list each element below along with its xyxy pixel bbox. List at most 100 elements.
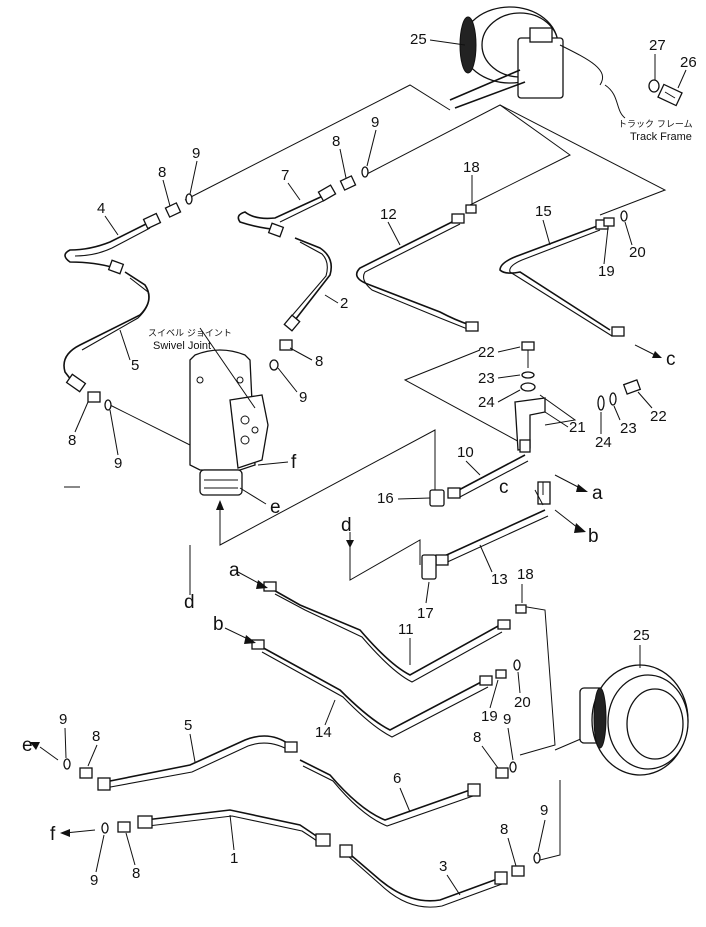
callout-5-lower: 5 [184,717,192,734]
o-ring-9-g[interactable] [101,822,109,834]
pipe-11[interactable] [263,581,511,683]
callout-9-mid: 9 [371,114,379,131]
callout-13: 13 [491,571,508,588]
pipe-2[interactable] [283,237,333,332]
pipe-6[interactable] [299,759,481,827]
letter-b-right: b [588,526,599,547]
callout-10: 10 [457,444,474,461]
fitting-8-e[interactable] [495,767,509,779]
swivel-joint-en-label: Swivel Joint [153,340,211,352]
o-ring-9-d[interactable] [104,399,112,411]
letter-d-mid: d [341,515,352,536]
pipe-12[interactable] [355,213,479,332]
callout-9-left: 9 [114,455,122,472]
callout-9-swivel: 9 [299,389,307,406]
callout-23-right: 23 [620,420,637,437]
callout-21: 21 [569,419,586,436]
callout-9-3: 9 [540,802,548,819]
callout-24-top: 24 [478,394,495,411]
tee-17[interactable] [421,554,437,580]
fitting-8-g[interactable] [117,821,131,833]
elbow-16[interactable] [429,489,445,507]
o-ring-20-top[interactable] [620,210,628,222]
letter-f-left: f [50,824,56,845]
callout-1: 1 [230,850,238,867]
pipe-14[interactable] [251,639,493,738]
washer-24-top[interactable] [520,382,536,392]
fitting-18-top[interactable] [465,204,477,214]
pipe-10[interactable] [447,454,529,499]
callout-23-top: 23 [478,370,495,387]
callout-25-top: 25 [410,31,427,48]
fitting-18-bottom[interactable] [515,604,527,614]
o-ring-9-a[interactable] [185,193,193,205]
washer-24-right[interactable] [597,395,605,411]
o-ring-9-f[interactable] [63,758,71,770]
fitting-19-bottom[interactable] [495,669,507,679]
travel-motor-top[interactable] [449,6,564,109]
pipe-13[interactable] [435,509,549,566]
letter-e-swivel: e [270,497,281,518]
bolt-26[interactable] [657,83,683,107]
pipe-1[interactable] [137,809,331,847]
fitting-19-top[interactable] [603,217,615,227]
fitting-8-d[interactable] [87,391,101,403]
washer-27[interactable] [648,79,660,93]
leader-lines [109,84,667,861]
callout-24-right: 24 [595,434,612,451]
fitting-8-b[interactable] [339,175,357,191]
letter-b-left: b [213,614,224,635]
callout-16: 16 [377,490,394,507]
hose-4[interactable] [64,212,162,275]
callout-17: 17 [417,605,434,622]
callout-19-top: 19 [598,263,615,280]
callout-9: 9 [192,145,200,162]
fitting-8-a[interactable] [164,202,182,218]
fitting-8-c[interactable] [279,339,293,351]
o-ring-9-c[interactable] [269,359,279,371]
pipe-15[interactable] [499,219,625,337]
callout-25-bottom: 25 [633,627,650,644]
connection-letters: c a b c a b d d e f e f [22,349,676,845]
bolt-22-right[interactable] [622,379,642,395]
bracket-21[interactable] [514,397,551,505]
flow-arrows [30,344,662,837]
o-ring-9-b[interactable] [361,166,369,178]
callout-3: 3 [439,858,447,875]
letter-e-left: e [22,735,33,756]
fitting-8-h[interactable] [511,865,525,877]
swivel-label: スイベル ジョイント Swivel Joint [148,327,256,409]
o-ring-20-bottom[interactable] [513,659,521,671]
callout-26: 26 [680,54,697,71]
callout-15: 15 [535,203,552,220]
pipe-5-upper[interactable] [63,271,150,393]
letter-a-right: a [592,483,603,504]
callout-8-swivel: 8 [315,353,323,370]
callout-8-bottom: 8 [473,729,481,746]
swivel-joint-jp-label: スイベル ジョイント [148,329,232,339]
callout-9-f: 9 [90,872,98,889]
letter-f-swivel: f [291,452,297,473]
hose-7[interactable] [237,184,337,238]
callout-2: 2 [340,295,348,312]
callout-9-bottom: 9 [503,711,511,728]
track-frame-jp-label: トラック フレーム [618,119,693,130]
washer-23-right[interactable] [609,392,617,406]
swivel-joint[interactable] [189,349,269,496]
washer-23-top[interactable] [521,371,535,379]
callout-7: 7 [281,167,289,184]
callout-20-bottom: 20 [514,694,531,711]
o-ring-9-h[interactable] [533,852,541,864]
pipe-3[interactable] [339,844,508,908]
callout-22-top: 22 [478,344,495,361]
callout-8-mid: 8 [332,133,340,150]
pipe-5-lower[interactable] [97,735,298,791]
bolt-22-top[interactable] [521,341,535,368]
callout-18-bottom: 18 [517,566,534,583]
callout-8-f: 8 [132,865,140,882]
track-frame-label: トラック フレーム Track Frame [618,119,693,143]
o-ring-9-e[interactable] [509,761,517,773]
fitting-8-f[interactable] [79,767,93,779]
travel-motor-bottom[interactable] [579,664,689,776]
